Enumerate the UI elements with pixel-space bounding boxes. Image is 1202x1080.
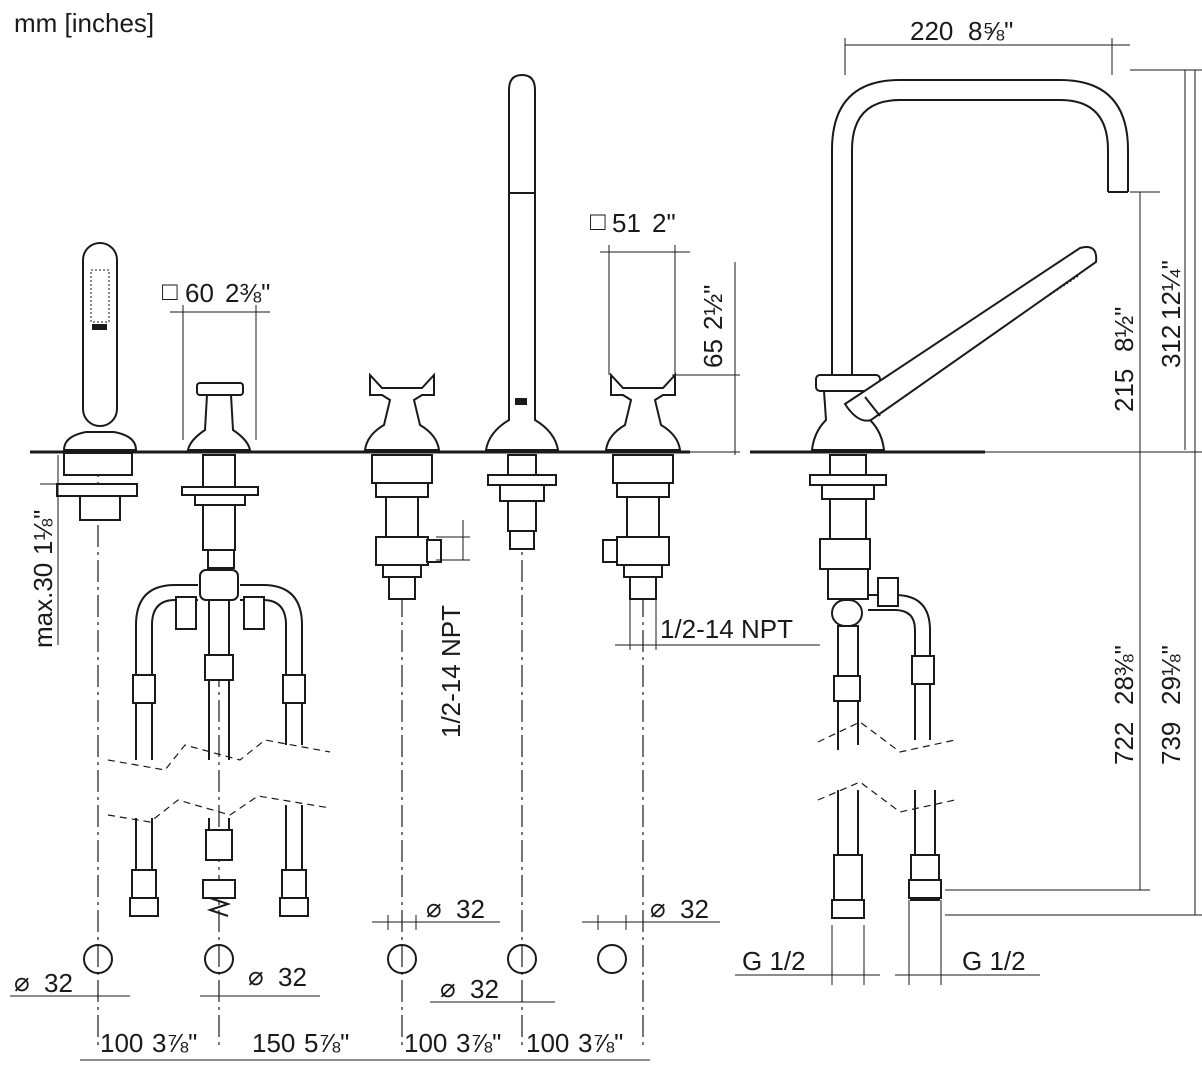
diameter-symbol-2: ⌀: [650, 893, 666, 923]
dim-722: 722: [1109, 722, 1139, 765]
dim-spacing-1-in: 3⅞": [152, 1028, 197, 1058]
dim-220-in: 8⅝": [968, 16, 1013, 46]
dim-spacing-1: 100: [100, 1028, 143, 1058]
dim-spacing-4: 100: [526, 1028, 569, 1058]
dim-215: 215: [1109, 369, 1139, 412]
dim-spacing-2-in: 5⅞": [304, 1028, 349, 1058]
square-symbol-a: □: [162, 276, 178, 306]
square-symbol-b: □: [590, 206, 606, 236]
dim-220: 220: [910, 16, 953, 46]
dim-65-in: 2½": [698, 285, 728, 330]
dimension-lines: [10, 38, 1202, 1061]
mounting-holes: [83, 944, 627, 974]
dim-60-in: 2⅜": [225, 278, 270, 308]
dim-312-in: 12¼": [1156, 260, 1186, 320]
valve-left: [132, 382, 306, 760]
dim-65: 65: [698, 339, 728, 368]
dim-max30: max.30: [28, 563, 58, 648]
dim-spacing-2: 150: [252, 1028, 295, 1058]
center-lines: [97, 455, 644, 1050]
dim-722-in: 28⅜": [1109, 645, 1139, 705]
diameter-symbol-3: ⌀: [14, 967, 30, 997]
dim-hole-2: 32: [680, 894, 709, 924]
dim-g12-right: G 1/2: [962, 946, 1026, 976]
valve-center-left: [363, 372, 442, 600]
hand-shower-left: [56, 242, 138, 521]
dim-739-in: 29⅛": [1156, 645, 1186, 705]
dimension-texts: 220 8⅝" 312 12¼" 215 8½" 722 28⅜" 739 29…: [14, 16, 1186, 1058]
dim-spacing-3-in: 3⅞": [456, 1028, 501, 1058]
dim-60: 60: [185, 278, 214, 308]
spout-side-view: [809, 79, 1129, 919]
lower-hoses: [107, 739, 331, 917]
dim-215-in: 8½": [1109, 307, 1139, 352]
dim-51: 51: [612, 208, 641, 238]
dim-npt-vertical: 1/2-14 NPT: [436, 605, 466, 738]
dim-hole-3: 32: [44, 968, 73, 998]
dim-hole-4: 32: [278, 962, 307, 992]
dim-npt-horizontal: 1/2-14 NPT: [660, 614, 793, 644]
center-column: [484, 73, 560, 550]
dim-g12-left: G 1/2: [742, 946, 806, 976]
diameter-symbol-1: ⌀: [426, 893, 442, 923]
dim-739: 739: [1156, 722, 1186, 765]
diameter-symbol-4: ⌀: [248, 961, 264, 991]
diameter-symbol-5: ⌀: [440, 973, 456, 1003]
dim-51-in: 2": [652, 208, 676, 238]
valve-right: [602, 372, 682, 600]
dim-spacing-3: 100: [404, 1028, 447, 1058]
units-label: mm [inches]: [14, 8, 154, 38]
dim-max30-in: 1⅛": [28, 510, 58, 555]
dim-312: 312: [1156, 325, 1186, 368]
dim-hole-1: 32: [456, 894, 485, 924]
dim-spacing-4-in: 3⅞": [578, 1028, 623, 1058]
hand-shower-side: [843, 246, 1098, 422]
dim-hole-5: 32: [470, 974, 499, 1004]
